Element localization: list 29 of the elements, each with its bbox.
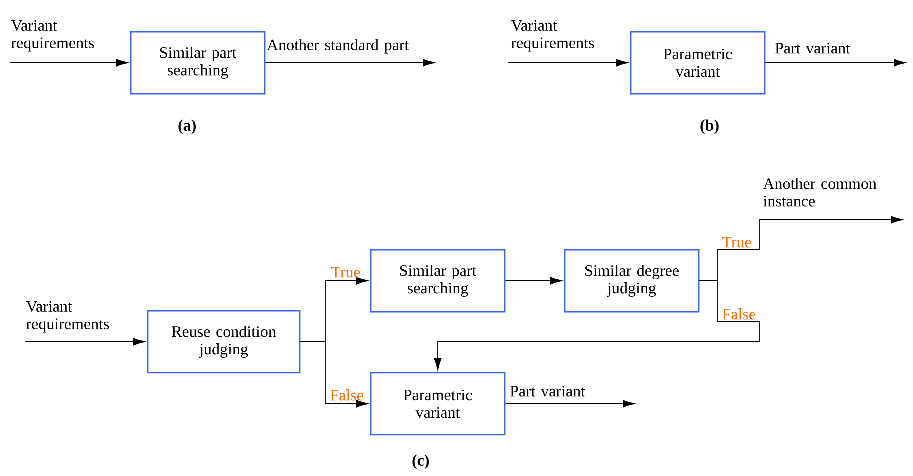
arrow [300,342,368,408]
subfigure-label: (b) [700,120,719,134]
edge-label: Variant requirements [26,301,110,333]
edge-label: Another standard part [267,39,410,54]
process-box: Reuse condition judging [147,310,301,374]
process-box: Parametric variant [370,372,506,436]
output-label: Another common instance [763,178,877,207]
arrow [24,338,146,346]
subfigure-label: (a) [178,120,196,134]
edge-label: True [722,237,752,248]
arrow [265,59,436,67]
subfigure-label: (c) [412,454,430,470]
edge-label: Part variant [510,386,586,397]
edge-label: Variant requirements [511,20,594,52]
edge-label: True [332,267,360,278]
arrow [505,400,636,408]
edge-label: Part variant [775,43,850,54]
edge-label: Variant requirements [11,20,94,52]
process-box: Similar degree judging [564,249,700,313]
arrow [505,277,562,285]
arrow [765,59,906,67]
edge-label: False [330,390,364,401]
arrow [10,59,128,67]
arrow [508,59,628,67]
process-box: Parametric variant [630,31,766,95]
process-box: Similar part searching [130,31,266,95]
edge-label: False [722,308,756,320]
process-box: Similar part searching [370,249,506,313]
arrow [434,280,760,370]
